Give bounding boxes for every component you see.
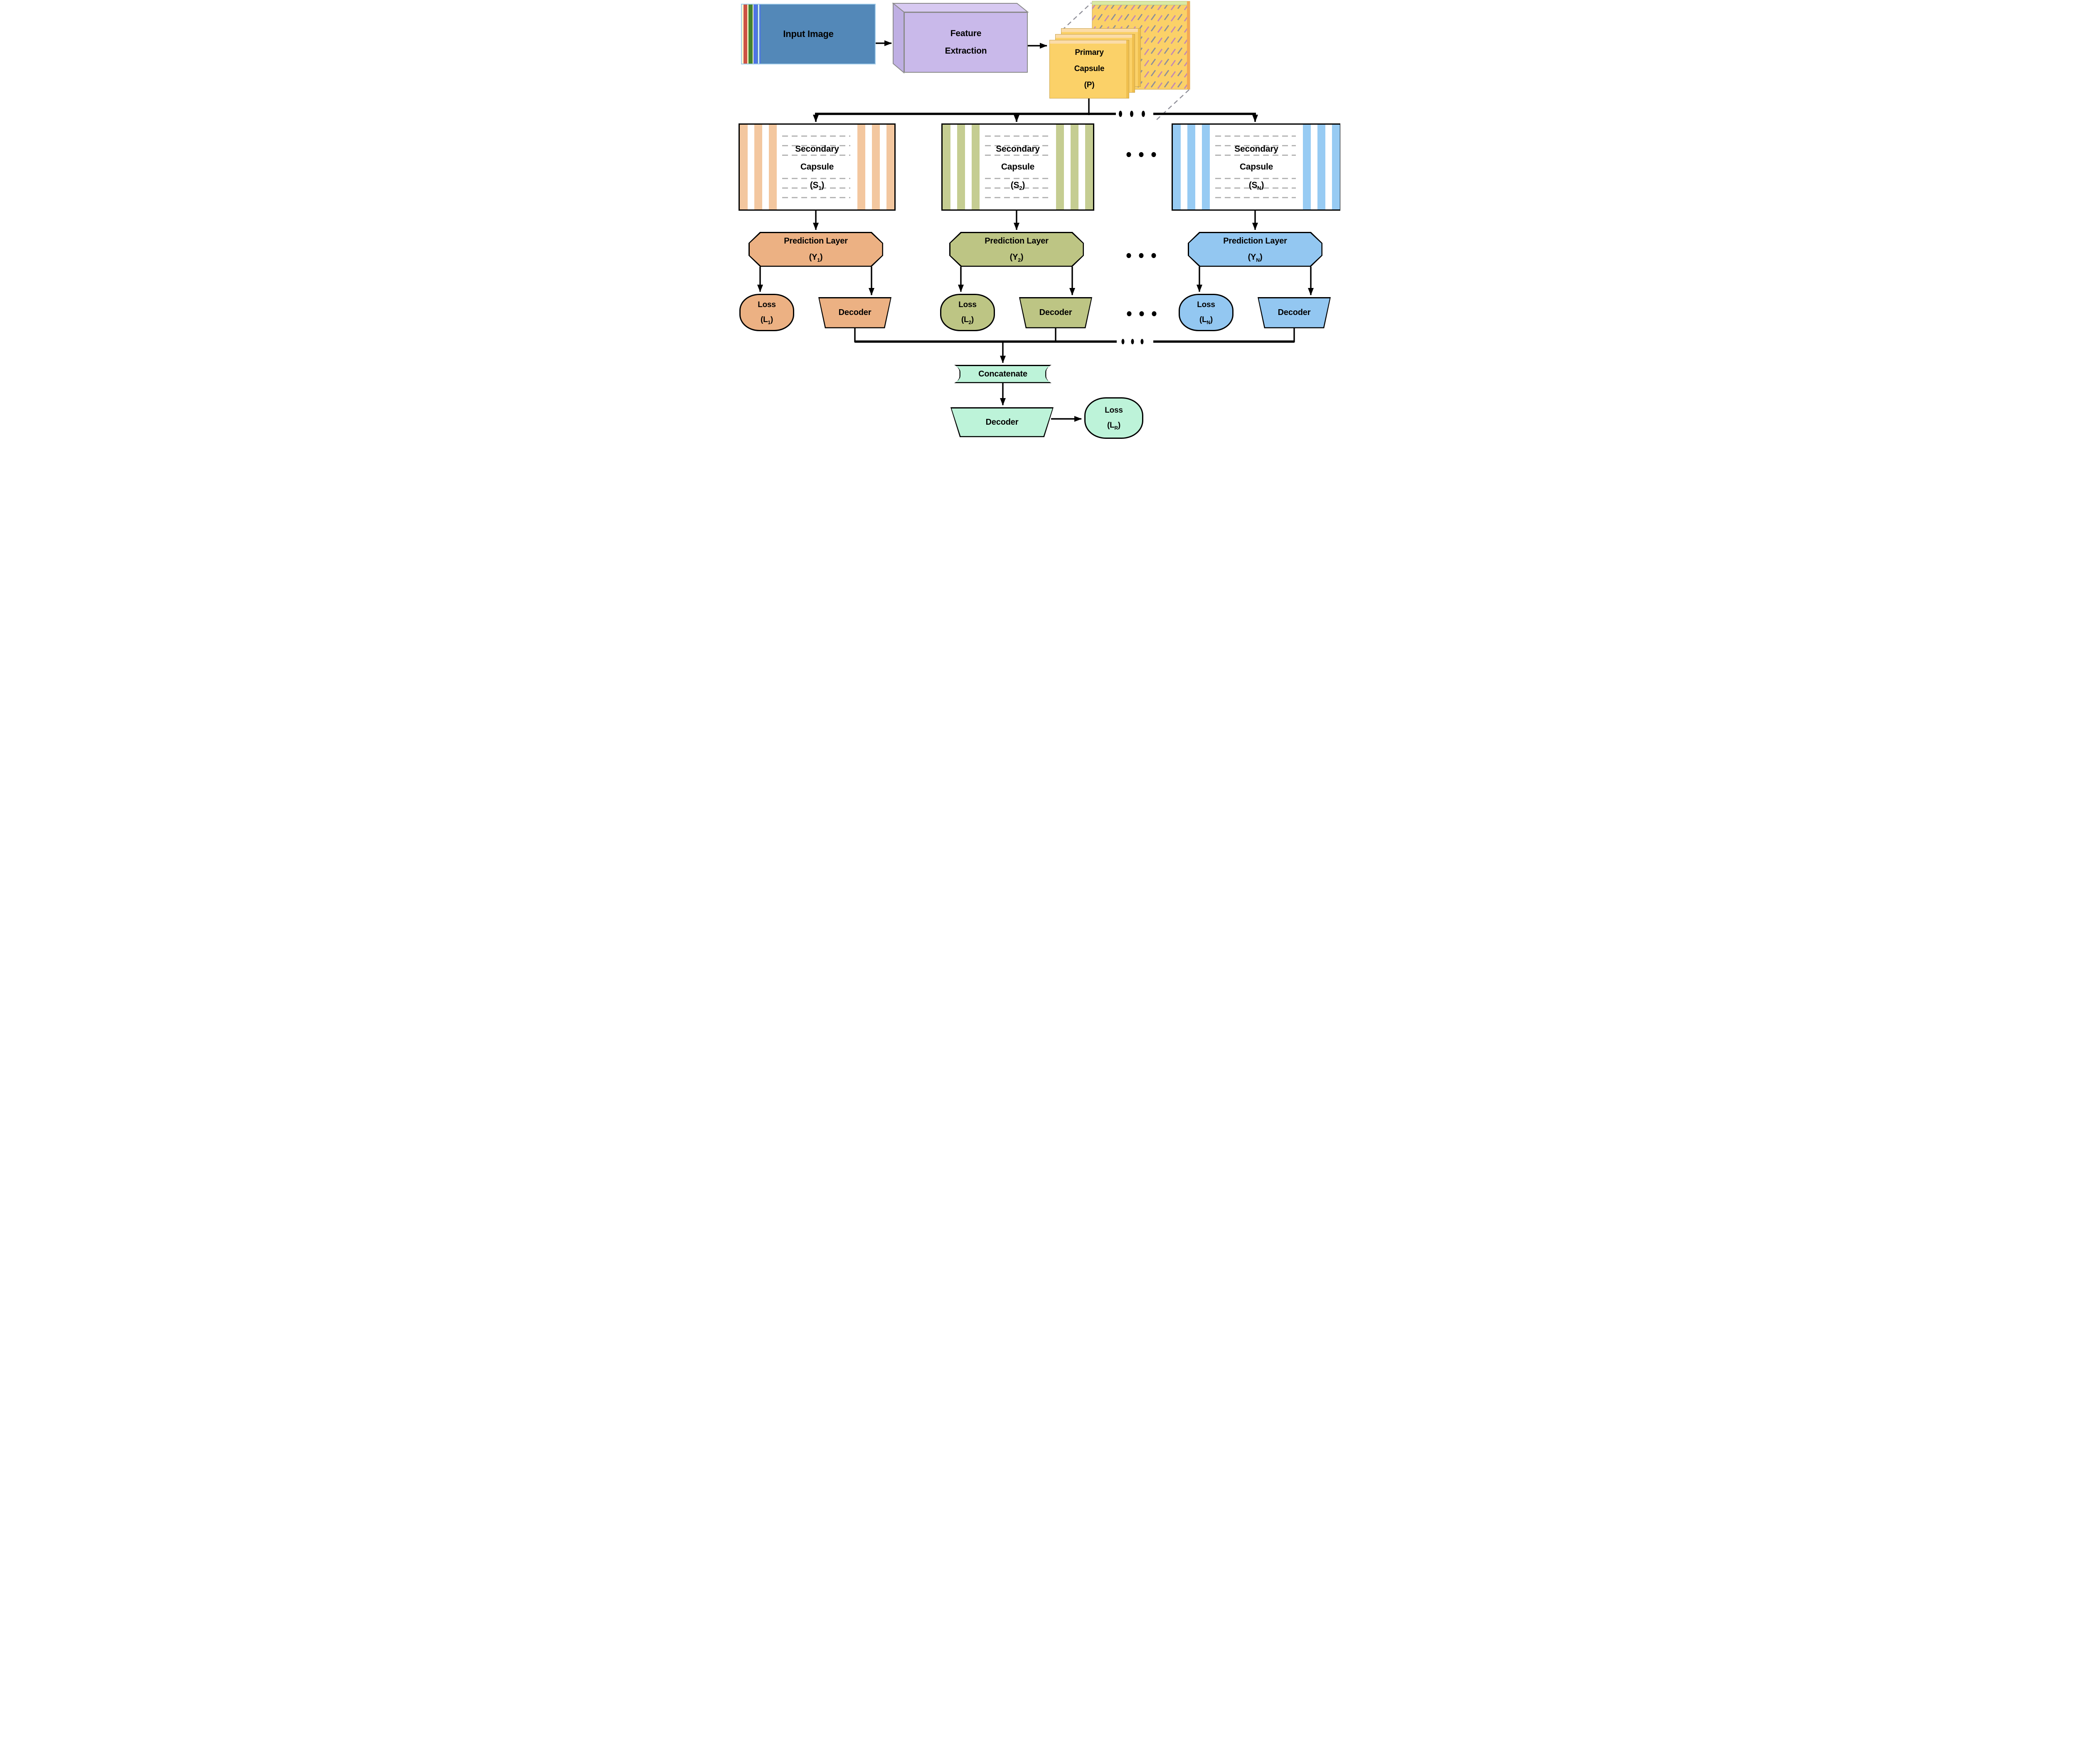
dashed-line bbox=[782, 197, 850, 198]
dashed-line bbox=[985, 197, 1049, 198]
dashed-line bbox=[1215, 187, 1296, 189]
trapezoid-fill bbox=[951, 408, 1053, 436]
concatenate-plaque: Concatenate bbox=[954, 365, 1051, 383]
capsule-stripes-right bbox=[857, 125, 894, 209]
capsule-stripes-left bbox=[943, 125, 980, 209]
decoder-1-trapezoid: Decoder bbox=[818, 297, 891, 328]
ellipsis-capsule-row bbox=[1126, 152, 1156, 157]
capsule-network-diagram: Input Image Feature Extraction Primary C… bbox=[738, 0, 1340, 441]
dashed-line bbox=[782, 187, 850, 189]
dashed-line bbox=[985, 187, 1049, 189]
octagon-fill bbox=[1189, 233, 1322, 266]
decoder-2-label: Decoder bbox=[1039, 308, 1072, 317]
secondary-capsule-N-line1: Secondary bbox=[1234, 144, 1278, 154]
trapezoid-fill bbox=[1258, 298, 1330, 327]
ellipsis-prediction-row bbox=[1126, 253, 1156, 258]
decoder-2-trapezoid: Decoder bbox=[1019, 297, 1092, 328]
prediction-layer-N: Prediction Layer (YN) bbox=[1188, 232, 1322, 267]
dashed-line bbox=[782, 178, 850, 179]
secondary-capsule-2-box: Secondary Capsule (S2) bbox=[941, 123, 1094, 211]
prediction-layer-2: Prediction Layer (Y2) bbox=[949, 232, 1084, 267]
ellipsis-dots bbox=[1119, 111, 1157, 344]
decoder-1-label: Decoder bbox=[838, 308, 872, 317]
loss-1-line1: Loss bbox=[758, 300, 776, 309]
prediction-layer-2-line1: Prediction Layer bbox=[985, 236, 1049, 246]
trapezoid-fill bbox=[1020, 298, 1091, 327]
loss-N-bubble: Loss (LN) bbox=[1179, 294, 1234, 331]
secondary-capsule-2-line1: Secondary bbox=[996, 144, 1040, 154]
dashed-line bbox=[985, 135, 1049, 137]
capsule-stripes-left bbox=[740, 125, 777, 209]
primary-capsule-label-line1: Primary bbox=[1075, 48, 1104, 57]
capsule-stripes-right bbox=[1056, 125, 1093, 209]
feature-extraction-label-line1: Feature bbox=[950, 29, 982, 38]
prediction-layer-1-line1: Prediction Layer bbox=[784, 236, 848, 246]
ellipsis-top-bus bbox=[1119, 111, 1145, 117]
secondary-capsule-1-line1: Secondary bbox=[795, 144, 839, 154]
loss-2-tag: (L2) bbox=[961, 315, 974, 325]
input-image-label: Input Image bbox=[783, 29, 834, 39]
primary-capsule-tag: (P) bbox=[1084, 80, 1095, 89]
secondary-capsule-N-box: Secondary Capsule (SN) bbox=[1172, 123, 1340, 211]
loss-2-line1: Loss bbox=[958, 300, 977, 309]
secondary-capsule-1-tag: (S1) bbox=[810, 180, 825, 191]
prediction-layer-2-tag: (Y2) bbox=[1009, 253, 1024, 263]
prediction-layer-N-line1: Prediction Layer bbox=[1223, 236, 1287, 246]
plaque-fill bbox=[955, 366, 1051, 382]
capsule-stripes-right bbox=[1303, 125, 1340, 209]
reconstruction-decoder-trapezoid: Decoder bbox=[950, 407, 1054, 437]
secondary-capsule-N-line2: Capsule bbox=[1239, 162, 1273, 172]
reconstruction-loss-line1: Loss bbox=[1105, 406, 1123, 415]
ellipsis-bottom-bus bbox=[1121, 339, 1144, 344]
dashed-line bbox=[782, 145, 850, 146]
capsule-stripes-left bbox=[1173, 125, 1210, 209]
ellipsis-loss-row bbox=[1127, 311, 1157, 316]
dashed-line bbox=[782, 135, 850, 137]
decoder-N-label: Decoder bbox=[1278, 308, 1311, 317]
primary-capsule-plate-front: Primary Capsule (P) bbox=[1049, 40, 1129, 98]
dashed-line bbox=[1215, 155, 1296, 156]
feature-extraction-label-line2: Extraction bbox=[945, 46, 987, 56]
input-image-channel-stripes bbox=[742, 5, 761, 64]
input-image-box: Input Image bbox=[741, 4, 876, 64]
reconstruction-loss-tag: (LR) bbox=[1107, 421, 1120, 431]
dashed-line bbox=[985, 178, 1049, 179]
dashed-line bbox=[1215, 197, 1296, 198]
octagon-fill bbox=[749, 233, 882, 266]
flow-connectors bbox=[757, 40, 1314, 422]
secondary-capsule-N-tag: (SN) bbox=[1248, 180, 1264, 191]
decoder-N-trapezoid: Decoder bbox=[1258, 297, 1331, 328]
loss-1-bubble: Loss (L1) bbox=[739, 294, 794, 331]
loss-1-tag: (L1) bbox=[760, 315, 773, 325]
feature-extraction-box: Feature Extraction bbox=[904, 12, 1028, 73]
dashed-line bbox=[985, 155, 1049, 156]
prediction-layer-1: Prediction Layer (Y1) bbox=[748, 232, 883, 267]
secondary-capsule-2-tag: (S2) bbox=[1010, 180, 1025, 191]
primary-capsule-label-line2: Capsule bbox=[1074, 64, 1105, 74]
reconstruction-decoder-label: Decoder bbox=[985, 417, 1019, 427]
dashed-line bbox=[1215, 145, 1296, 146]
loss-2-bubble: Loss (L2) bbox=[940, 294, 995, 331]
prediction-layer-1-tag: (Y1) bbox=[809, 253, 823, 263]
secondary-capsule-1-box: Secondary Capsule (S1) bbox=[739, 123, 896, 211]
concatenate-label: Concatenate bbox=[978, 369, 1027, 379]
trapezoid-fill bbox=[819, 298, 891, 327]
loss-N-tag: (LN) bbox=[1199, 315, 1213, 325]
dashed-line bbox=[985, 145, 1049, 146]
dashed-line bbox=[782, 155, 850, 156]
octagon-fill bbox=[950, 233, 1083, 266]
loss-N-line1: Loss bbox=[1197, 300, 1215, 309]
reconstruction-loss-bubble: Loss (LR) bbox=[1084, 397, 1143, 439]
secondary-capsule-2-line2: Capsule bbox=[1001, 162, 1035, 172]
feature-extraction-3d-faces bbox=[892, 2, 1029, 74]
secondary-capsule-1-line2: Capsule bbox=[800, 162, 834, 172]
dashed-line bbox=[1215, 178, 1296, 179]
prediction-layer-N-tag: (YN) bbox=[1248, 253, 1263, 263]
dashed-line bbox=[1215, 135, 1296, 137]
